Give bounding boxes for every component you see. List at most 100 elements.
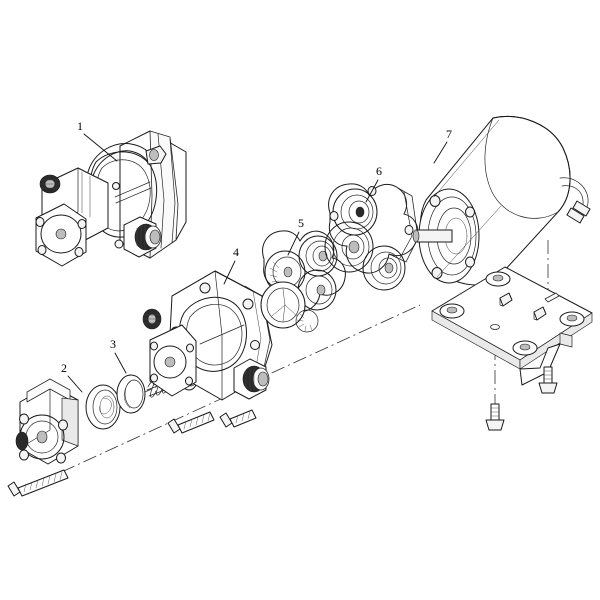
- callout-5: 5: [287, 216, 304, 256]
- pump-body-flange-boss-b: [150, 373, 158, 383]
- valve-fin-ring: [295, 309, 319, 333]
- valve-lobe-c-ring2: [305, 275, 333, 305]
- lower-valve-housing: [15, 378, 79, 465]
- long-screw-threads: [23, 471, 63, 493]
- callout-layer: 1 2 3 4 5 6 7: [61, 119, 452, 393]
- valve-housing-boss-d: [56, 452, 66, 464]
- pump-head-left-port-knurl: [40, 179, 60, 189]
- callout-2: 2: [61, 361, 83, 393]
- motor-tierod-a: [433, 119, 500, 198]
- pump-body-left-flange-ring: [153, 345, 187, 379]
- base-plate-grommet-right-hole: [566, 314, 578, 322]
- mount-bolt-b-head: [538, 382, 558, 394]
- valve-lobe-a-ring3: [312, 245, 332, 267]
- valve-assembly-front: [260, 230, 346, 333]
- valve-housing-face-hole: [36, 430, 48, 444]
- motor-shaft: [415, 229, 453, 243]
- pump-head-right-port-knurl: [136, 224, 146, 250]
- base-plate-small-washer: [490, 324, 500, 330]
- diaphragm-chamber-a-hub: [355, 206, 365, 218]
- pump-head-flange-boss-a: [35, 217, 45, 227]
- diaphragm-chamber-b-ring1: [324, 221, 374, 273]
- diaphragm-assembly: [324, 183, 419, 291]
- valve-disc-vane-c: [282, 304, 286, 322]
- callout-4-label: 4: [233, 245, 239, 259]
- pump-head-strap-boss-hole: [149, 149, 159, 161]
- motor-terminal-tab-b: [572, 200, 591, 217]
- fastener-bolt-a: [167, 411, 215, 434]
- fastener-mount-bolt-b: [538, 366, 558, 394]
- pump-body-flange-boss-a: [150, 341, 158, 351]
- mounting-base-plate: [431, 266, 593, 386]
- motor-cap-boss-c: [465, 206, 475, 218]
- pump-body-boss-top: [199, 282, 211, 294]
- diaphragm-cup-shade: [123, 380, 132, 409]
- callout-5-label: 5: [298, 216, 304, 230]
- fasteners: [7, 366, 558, 497]
- valve-housing-crease: [19, 384, 51, 449]
- fastener-long-screw: [7, 469, 69, 497]
- pump-head-flange-boss-b: [37, 245, 47, 255]
- pump-head-bowl-slot-b: [115, 187, 152, 204]
- pump-body-right-port-bore: [257, 371, 269, 387]
- valve-housing-boss-b: [19, 449, 29, 461]
- diaphragm-chamber-b-hub: [348, 240, 360, 254]
- valve-disc-outer: [260, 281, 306, 329]
- valve-fin-ring-fins: [296, 313, 313, 332]
- diaphragm-plate-boss-a: [329, 211, 339, 221]
- callout-6: 6: [365, 164, 382, 203]
- base-plate-slot: [544, 292, 560, 303]
- pump-body-right-rib-line: [252, 290, 262, 374]
- callout-2-label: 2: [61, 361, 67, 375]
- callout-6-label: 6: [376, 164, 382, 178]
- pump-head-flange-boss-d: [74, 247, 84, 257]
- base-plate-foot: [519, 343, 561, 386]
- base-plate-tab-b: [533, 306, 547, 321]
- pump-body-flange-boss-c: [186, 343, 194, 353]
- base-plate-side-flange: [559, 332, 573, 348]
- valve-housing-boss-a: [19, 413, 29, 425]
- callout-4: 4: [223, 245, 239, 285]
- pump-body-left-flange-hole: [164, 356, 176, 368]
- diaphragm-plate-rib: [388, 187, 419, 263]
- diaphragm-cup-inner: [124, 379, 144, 409]
- diaphragm-chamber-c-hub: [384, 262, 394, 274]
- pump-body-recess-slot: [199, 324, 245, 345]
- pump-body-boss-right: [242, 298, 254, 310]
- fastener-bolt-b: [219, 409, 257, 428]
- motor-cap-boss-d: [465, 256, 475, 268]
- motor-cap-boss-b: [431, 267, 443, 279]
- fastener-mount-bolt-a: [485, 403, 505, 431]
- pump-head-lower-flange-ring: [40, 214, 82, 254]
- valve-lobe-c-hub: [316, 284, 326, 296]
- electric-motor: [412, 116, 591, 286]
- callout-2-leader: [67, 375, 83, 393]
- diaphragm-disc-spiral: [99, 397, 112, 415]
- valve-housing-boss-c: [58, 419, 68, 431]
- motor-shaft-end: [412, 229, 420, 243]
- pump-body-boss-right-lower: [250, 340, 260, 350]
- motor-tierod-b: [436, 205, 502, 278]
- pump-body-right-port-knurl: [245, 366, 255, 392]
- bolt-b-shank: [229, 409, 257, 428]
- valve-disc-vane-b: [284, 304, 298, 317]
- callout-7-label: 7: [446, 127, 452, 141]
- diaphragm-chamber-c-ring1: [362, 245, 406, 291]
- long-screw-shank: [17, 469, 69, 497]
- callout-1-leader: [83, 133, 118, 162]
- diaphragm-disc-mid: [92, 389, 118, 425]
- pump-body-housing: [142, 270, 273, 401]
- valve-disc-inner: [266, 287, 300, 323]
- base-plate-grommet-left-hole: [446, 306, 458, 314]
- callout-1-label: 1: [77, 119, 83, 133]
- pump-head-boss-lower: [114, 239, 124, 249]
- base-plate-tab-b-edge: [533, 311, 538, 321]
- callout-3-leader: [114, 352, 127, 374]
- callout-7: 7: [433, 127, 452, 164]
- centerline-lower-left: [17, 391, 237, 493]
- diaphragm-chamber-b-ring3: [341, 234, 365, 260]
- pump-head-rib-line-b: [169, 138, 176, 244]
- valve-lobe-b-hub: [283, 266, 293, 278]
- diaphragm-plate-boss-b: [404, 225, 414, 235]
